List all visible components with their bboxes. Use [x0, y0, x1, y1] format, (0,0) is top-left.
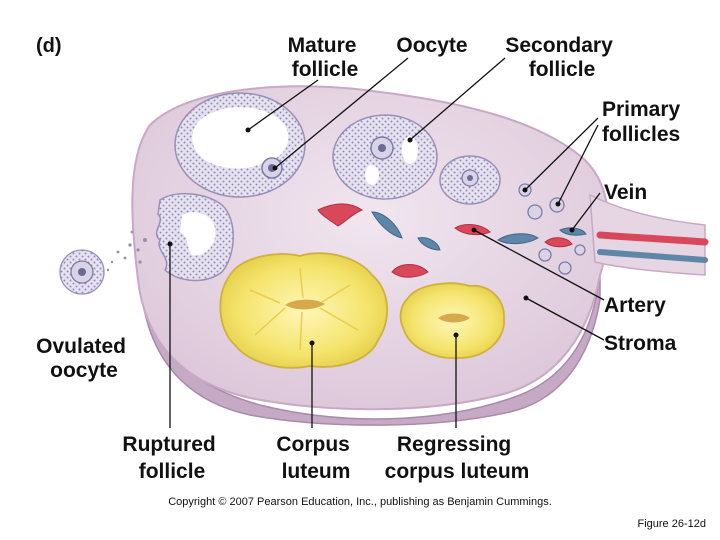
- label-regressing-corpus-luteum: Regressing corpus luteum: [385, 433, 530, 483]
- leader-lines: [167, 57, 605, 428]
- leader-corpus-luteum-dot: [309, 340, 315, 346]
- mature-follicle: [174, 92, 306, 198]
- secondary-follicle-antrum-1: [402, 136, 418, 164]
- leader-artery-dot: [471, 227, 477, 233]
- vein-1: [371, 211, 403, 239]
- vein-2: [417, 237, 441, 251]
- ovulated-oocyte: [59, 249, 105, 295]
- growing-follicle: [439, 155, 501, 205]
- leader-secondary-follicle: [409, 57, 506, 141]
- panel-label: (d): [36, 35, 62, 57]
- leader-stroma: [525, 297, 605, 341]
- leader-mature-follicle: [247, 79, 319, 131]
- vessel-right-vein: [597, 249, 708, 263]
- label-mature-follicle: Mature follicle: [288, 34, 363, 81]
- leader-artery: [473, 229, 605, 301]
- label-secondary-follicle: Secondary follicle: [505, 34, 618, 81]
- growing-follicle-nucleus: [467, 175, 473, 181]
- leader-primary-follicles-2-dot: [555, 201, 561, 207]
- figure-number: Figure 26-12d: [638, 518, 707, 530]
- artery-4: [544, 237, 573, 248]
- regressing-corpus-luteum-core: [438, 313, 470, 323]
- label-ruptured-follicle: Ruptured follicle: [122, 433, 221, 483]
- leader-primary-follicles-2: [557, 124, 599, 205]
- leader-vein-dot: [569, 227, 575, 233]
- secondary-follicle: [332, 114, 438, 200]
- corpus-luteum-body: [219, 252, 389, 369]
- label-primary-follicles: Primary follicles: [602, 98, 686, 146]
- leader-oocyte-dot: [272, 165, 278, 171]
- copyright-notice: Copyright © 2007 Pearson Education, Inc.…: [168, 496, 552, 508]
- mature-follicle-antrum: [192, 107, 289, 169]
- vein-3: [497, 233, 539, 245]
- corpus-luteum: [219, 252, 389, 369]
- corpus-luteum-folds: [249, 267, 359, 351]
- label-artery: Artery: [604, 294, 666, 317]
- leader-primary-follicles-1-dot: [522, 187, 528, 193]
- leader-vein: [571, 192, 601, 231]
- label-stroma: Stroma: [604, 332, 677, 355]
- leader-mature-follicle-dot: [245, 127, 251, 133]
- label-oocyte: Oocyte: [396, 34, 467, 57]
- ruptured-follicle-spray: [106, 230, 147, 272]
- ovary-lower-wall: [139, 264, 601, 426]
- leader-regressing-corpus-luteum-dot: [453, 332, 459, 338]
- artery-1: [317, 203, 364, 227]
- ruptured-follicle-cavity: [180, 212, 216, 256]
- regressing-corpus-luteum: [399, 282, 505, 360]
- label-ovulated-oocyte: Ovulated oocyte: [36, 335, 132, 382]
- leader-primary-follicles-1: [524, 117, 599, 191]
- primary-follicle-6: [574, 244, 586, 256]
- leader-ruptured-follicle-dot: [167, 241, 173, 247]
- artery-2: [391, 264, 429, 278]
- leader-secondary-follicle-dot: [407, 137, 413, 143]
- label-vein: Vein: [604, 181, 647, 204]
- corpus-luteum-core: [285, 299, 325, 310]
- secondary-follicle-antrum-2: [365, 165, 379, 185]
- leader-oocyte: [274, 57, 409, 169]
- primary-follicle-5: [558, 261, 572, 275]
- ruptured-follicle: [106, 192, 234, 282]
- leader-stroma-dot: [523, 295, 529, 301]
- secondary-follicle-nucleus: [378, 144, 386, 152]
- label-corpus-luteum: Corpus luteum: [276, 433, 355, 483]
- primary-follicle-4: [538, 248, 552, 262]
- ovulated-oocyte-nucleus: [78, 268, 86, 276]
- blood-vessels: [317, 203, 587, 278]
- primary-follicle-1: [527, 204, 543, 220]
- vessel-right-artery: [596, 231, 709, 246]
